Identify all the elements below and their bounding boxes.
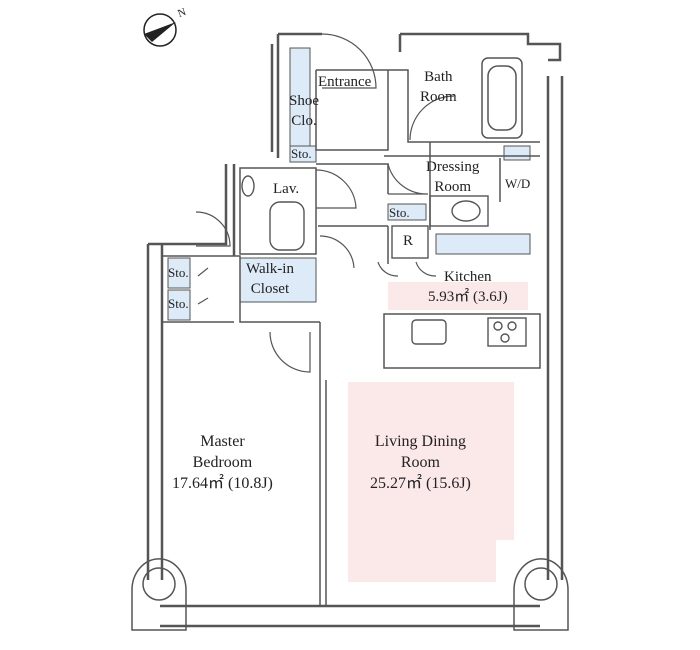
kitchen-name: Kitchen — [444, 269, 492, 285]
compass-icon — [143, 13, 177, 47]
living-dining-area: 25.27㎡ (15.6J) — [370, 474, 471, 492]
columns — [131, 558, 569, 631]
storage-1-label: Sto. — [168, 265, 189, 280]
living-dining-line1: Living Dining — [374, 433, 466, 450]
walk-in-closet-line2: Closet — [250, 280, 290, 297]
kitchen-label: Kitchen 5.93㎡ (3.6J) — [428, 268, 508, 307]
refrigerator-label: R — [403, 233, 414, 249]
storage-dressing-label: Sto. — [389, 205, 410, 220]
washer-dryer-label: W/D — [505, 176, 531, 191]
partitions — [162, 69, 541, 606]
walk-in-closet-line1: Walk-in — [246, 261, 294, 277]
storage-2-label: Sto. — [168, 296, 189, 311]
entrance-label: Entrance — [318, 74, 372, 90]
shoe-closet-line2: Clo. — [291, 112, 317, 129]
dressing-room-line2: Room — [434, 178, 471, 195]
kitchen-fill — [388, 282, 528, 310]
doors — [195, 33, 455, 373]
walk-in-closet-label: Walk-in Closet — [246, 260, 294, 299]
bath-room-line1: Bath — [424, 69, 453, 85]
dressing-room-line1: Dressing — [426, 159, 480, 175]
bathtub — [481, 57, 523, 139]
lavatory-label: Lav. — [273, 181, 300, 197]
living-dining-notch — [496, 540, 516, 582]
storage-entrance-label: Sto. — [291, 146, 312, 161]
dressing-room-label: Dressing Room — [426, 158, 479, 197]
master-bedroom-line2: Bedroom — [192, 453, 253, 471]
living-dining-line2: Room — [400, 453, 440, 471]
master-bedroom-label: Master Bedroom 17.64㎡ (10.8J) — [172, 432, 273, 494]
master-bedroom-area: 17.64㎡ (10.8J) — [172, 474, 273, 492]
shoe-closet-label: Shoe Clo. — [289, 92, 319, 131]
bath-room-line2: Room — [420, 88, 457, 105]
bath-room-label: Bath Room — [420, 68, 457, 107]
closet-fills — [167, 47, 531, 321]
walls — [146, 32, 564, 628]
master-bedroom-line1: Master — [200, 433, 245, 450]
living-dining-label: Living Dining Room 25.27㎡ (15.6J) — [370, 432, 471, 494]
shoe-closet-line1: Shoe — [289, 93, 319, 109]
living-dining-fill — [348, 382, 514, 582]
kitchen-area: 5.93㎡ (3.6J) — [428, 288, 508, 305]
fixtures — [241, 175, 527, 347]
